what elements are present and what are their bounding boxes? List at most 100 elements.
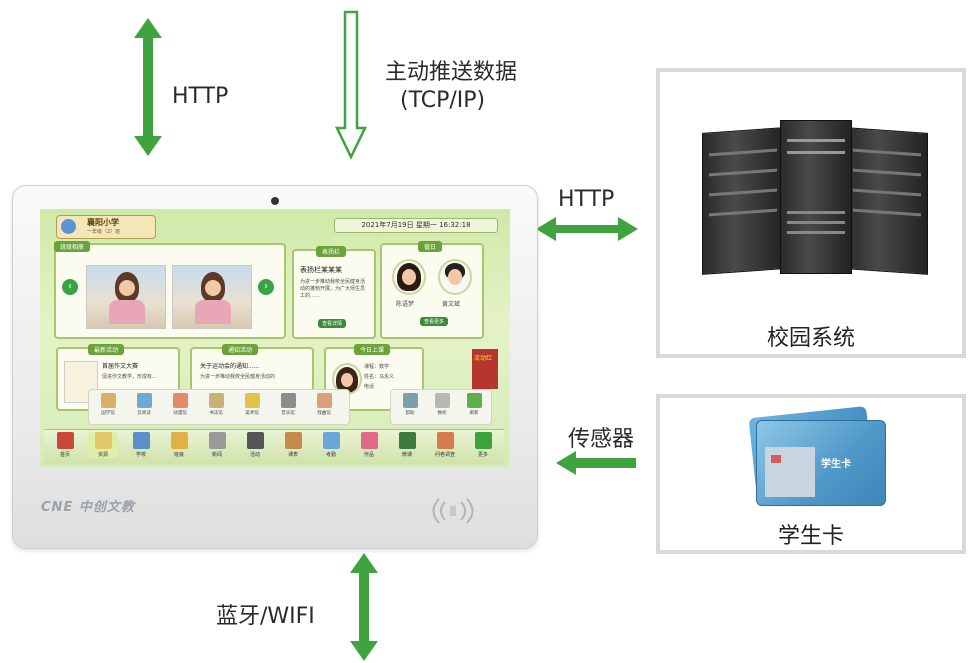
- dock-label: 新闻: [202, 451, 232, 458]
- dock-label: 班级: [164, 451, 194, 458]
- menu-item-0[interactable]: 国学馆: [93, 393, 123, 416]
- menu-label: 国学馆: [93, 410, 123, 416]
- class-album-header: 班级相册: [54, 241, 90, 252]
- honor-banner: 流动红: [472, 349, 498, 389]
- dock-icon-11: [475, 432, 492, 449]
- menu-label: 换校: [427, 410, 457, 416]
- brand-logo: CNE 中创文教: [41, 496, 135, 515]
- menu-icon-5: [281, 393, 296, 408]
- menu-item-3[interactable]: 书法馆: [201, 393, 231, 416]
- menu-label: 书法馆: [201, 410, 231, 416]
- menu-label: 美术馆: [237, 410, 267, 416]
- dock-item-7[interactable]: 考勤: [316, 432, 346, 458]
- dock-icon-2: [133, 432, 150, 449]
- dock-icon-0: [57, 432, 74, 449]
- sensor-label: 传感器: [568, 421, 634, 453]
- menu-item-5[interactable]: 音乐馆: [273, 393, 303, 416]
- menu-item-2[interactable]: 刷新: [459, 393, 489, 416]
- course-line: 课程：数学: [364, 363, 389, 370]
- dock-item-6[interactable]: 课表: [278, 432, 308, 458]
- menu-icon-1: [137, 393, 152, 408]
- commend-panel: 表扬栏 表扬栏某某某 为进一步推动我校全民健身活动的蓬勃开展，为广大师生员工的……: [292, 249, 376, 339]
- dock-item-10[interactable]: 问卷调查: [430, 432, 460, 458]
- teacher-phone: 电话: [364, 383, 374, 390]
- http-label-side: HTTP: [558, 187, 614, 212]
- dock-icon-1: [95, 432, 112, 449]
- menu-label: 刷新: [459, 410, 489, 416]
- dock-label: 活动: [240, 451, 270, 458]
- student-card-icon: 学生卡: [756, 420, 886, 506]
- dock-item-2[interactable]: 学校: [126, 432, 156, 458]
- commend-body: 为进一步推动我校全民健身活动的蓬勃开展，为广大师生员工的……: [300, 279, 368, 300]
- http-label-top: HTTP: [172, 84, 228, 109]
- bluetooth-wifi-label: 蓝牙/WIFI: [216, 598, 315, 630]
- dock-icon-6: [285, 432, 302, 449]
- news-body: 促进作文教学，形成有...: [102, 373, 157, 380]
- menu-icon-1: [435, 393, 450, 408]
- dock-item-5[interactable]: 活动: [240, 432, 270, 458]
- dock-item-8[interactable]: 作品: [354, 432, 384, 458]
- duty-avatar-1: [392, 259, 426, 295]
- commend-detail-button[interactable]: 查看详情: [318, 319, 346, 328]
- honor-banner-text: 流动红: [474, 353, 496, 362]
- album-next-button[interactable]: ›: [258, 279, 274, 295]
- menu-icon-4: [245, 393, 260, 408]
- school-name: 襄阳小学: [87, 217, 119, 228]
- dock-item-3[interactable]: 班级: [164, 432, 194, 458]
- school-badge: 襄阳小学 一年级（2）班: [56, 215, 156, 239]
- dock-icon-7: [323, 432, 340, 449]
- library-submenu: 国学馆云阅读动漫馆书法馆美术馆音乐馆戏曲馆: [88, 389, 350, 425]
- push-data-label: 主动推送数据: [385, 54, 517, 86]
- dock-icon-9: [399, 432, 416, 449]
- dock-item-0[interactable]: 首页: [50, 432, 80, 458]
- dock-label: 更多: [468, 451, 498, 458]
- duty-more-button[interactable]: 查看更多: [420, 317, 448, 326]
- news-header: 最新活动: [88, 344, 124, 355]
- menu-item-1[interactable]: 云阅读: [129, 393, 159, 416]
- album-prev-button[interactable]: ‹: [62, 279, 78, 295]
- duty-student-1: 陈语梦: [396, 299, 414, 308]
- news-title: 首届作文大赛: [102, 361, 138, 370]
- dock-label: 资源: [88, 451, 118, 458]
- menu-item-6[interactable]: 戏曲馆: [309, 393, 339, 416]
- server-center-icon: [780, 120, 852, 274]
- menu-item-2[interactable]: 动漫馆: [165, 393, 195, 416]
- campus-system-title: 校园系统: [660, 320, 962, 352]
- dock-item-11[interactable]: 更多: [468, 432, 498, 458]
- menu-item-4[interactable]: 美术馆: [237, 393, 267, 416]
- dock-item-9[interactable]: 微课: [392, 432, 422, 458]
- device-screen: 襄阳小学 一年级（2）班 2021年7月19日 星期一 16:32:18 班级相…: [40, 209, 510, 467]
- notice-title: 关于运动会的通知......: [200, 361, 259, 370]
- course-header: 今日上课: [354, 344, 390, 355]
- menu-icon-0: [403, 393, 418, 408]
- bottom-dock: 首页资源 学校班级 新闻 活动 课表 考勤作品 微课 问卷调查更多: [44, 429, 504, 464]
- dock-item-4[interactable]: 新闻: [202, 432, 232, 458]
- duty-student-2: 黄文斌: [442, 299, 460, 308]
- dock-icon-4: [209, 432, 226, 449]
- dock-label: 微课: [392, 451, 422, 458]
- duty-header: 值日: [418, 241, 442, 252]
- menu-icon-2: [467, 393, 482, 408]
- campus-system-box: 校园系统: [656, 68, 966, 358]
- menu-item-0[interactable]: 帮助: [395, 393, 425, 416]
- http-side-double-arrow-icon: [536, 216, 638, 242]
- duty-panel: 值日 陈语梦 黄文斌 查看更多: [380, 243, 484, 339]
- dock-icon-5: [247, 432, 264, 449]
- school-logo-icon: [61, 219, 76, 234]
- menu-label: 动漫馆: [165, 410, 195, 416]
- student-card-title: 学生卡: [660, 518, 962, 550]
- dock-item-1[interactable]: 资源: [88, 432, 118, 458]
- menu-icon-2: [173, 393, 188, 408]
- commend-title: 表扬栏某某某: [300, 265, 342, 275]
- dock-label: 作品: [354, 451, 384, 458]
- menu-icon-6: [317, 393, 332, 408]
- smart-class-board: 襄阳小学 一年级（2）班 2021年7月19日 星期一 16:32:18 班级相…: [12, 185, 538, 549]
- menu-item-1[interactable]: 换校: [427, 393, 457, 416]
- camera-icon: [271, 197, 279, 205]
- dock-icon-3: [171, 432, 188, 449]
- dock-label: 课表: [278, 451, 308, 458]
- notice-body: 为进一步推动我校全民健身活动的: [200, 373, 275, 380]
- commend-header: 表扬栏: [316, 246, 346, 257]
- utility-submenu: 帮助换校刷新: [390, 389, 492, 425]
- dock-icon-8: [361, 432, 378, 449]
